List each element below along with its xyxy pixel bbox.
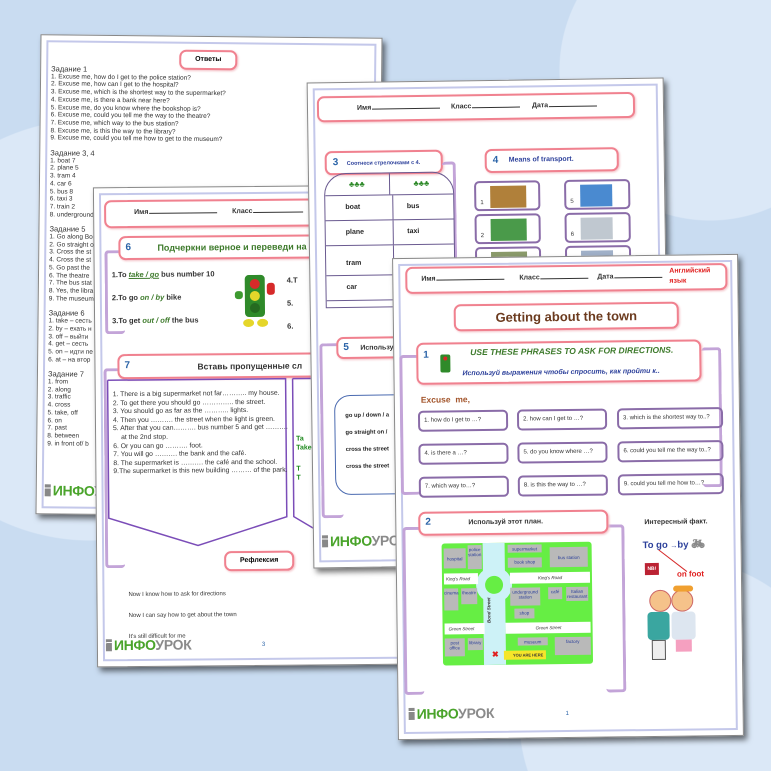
name-field: Имя	[421, 275, 505, 283]
table-cell: taxi	[407, 227, 420, 236]
item-number: 2.To go	[111, 292, 141, 303]
exercise-7-side-text: Ta	[296, 435, 304, 443]
transport-picture: 1	[474, 180, 541, 212]
infourok-logo: ИНФОУРОК	[105, 637, 192, 654]
exercise-6-item: 3.To get out / off the bus	[112, 315, 215, 339]
picture-number: 6	[570, 231, 575, 238]
item-text: bus number 10	[159, 269, 215, 279]
phrase-box: 9. could you tell me how to…?	[617, 473, 724, 496]
nb-icon: NB!	[644, 562, 659, 576]
exercise-7-side-text: T	[296, 465, 301, 473]
class-field: Класс	[232, 208, 304, 215]
item-text: bike	[164, 292, 182, 302]
choice-words: out / off	[142, 315, 170, 325]
transport-photo	[580, 217, 613, 240]
name-field: Имя	[357, 104, 441, 112]
item-number: 3.To get	[112, 315, 143, 326]
exercise-1-header: 1 USE THESE PHRASES TO ASK FOR DIRECTION…	[416, 339, 702, 385]
subject-label: Английский язык	[669, 267, 711, 285]
exercise-7-side-text: Take	[296, 444, 312, 452]
class-field: Класс	[519, 274, 589, 282]
exercise-7-item: 9.The supermarket is this new building ……	[113, 467, 288, 476]
exercise-6-item: 4.T	[286, 275, 298, 285]
town-map: King's Road King's Road Green Street Gre…	[441, 541, 594, 666]
page-title: Getting about the town	[453, 301, 679, 332]
phrase-box: 7. which way to…?	[418, 475, 509, 498]
answer-line: 9. Excuse me, could you tell me how to g…	[50, 134, 223, 144]
transport-picture: 2	[474, 213, 541, 245]
you-are-here-label: YOU ARE HERE	[503, 650, 546, 660]
exercise-6-item: 2.To go on / by bike	[112, 292, 215, 316]
transport-photo	[580, 184, 613, 207]
table-row: boat bus	[325, 194, 454, 222]
phrase-box: 6. could you tell me the way to..?	[617, 440, 724, 463]
tourists-cartoon-icon	[641, 585, 704, 664]
phrase-box: 1. how do I get to …?	[417, 409, 509, 432]
exercise-title: Вставь пропущенные сл	[197, 360, 303, 372]
on-foot-label: on foot	[676, 569, 705, 579]
traffic-light-icon: ♣♣♣	[324, 173, 390, 196]
picture-number: 2	[480, 233, 485, 240]
exercise-7-item: 5. After that you can………. bus number 5 a…	[112, 424, 288, 442]
phrase-box: 3. which is the shortest way to..?	[616, 407, 724, 430]
phrase-box: 5. do you know where …?	[517, 441, 608, 464]
phrase-box: 2. how can I get to …?	[516, 408, 608, 431]
table-cell: tram	[325, 245, 394, 276]
infourok-logo: ИНФОУРОК	[408, 705, 494, 722]
table-row: plane taxi	[325, 219, 454, 247]
class-field: Класс	[451, 103, 521, 111]
exercise-6-item: 6.	[287, 321, 294, 331]
exercise-7-side-text: T	[296, 474, 301, 482]
date-field: Дата	[532, 101, 598, 109]
exercise-6-item: 1.To take / go bus number 10	[112, 269, 215, 293]
date-field: Дата	[597, 273, 663, 281]
table-cell: bus	[406, 202, 420, 211]
table-cell: boat	[325, 195, 394, 221]
worksheet-page-1: Имя Класс Дата Английский язык Getting a…	[392, 253, 744, 741]
cross-mark-icon: ✖	[491, 649, 499, 659]
transport-photo	[490, 185, 527, 208]
transport-photo	[490, 218, 527, 241]
reflection-title: Рефлексия	[224, 550, 295, 572]
excuse-me-label: Excuse me,	[420, 394, 470, 405]
item-number: 1.To	[111, 270, 129, 280]
exercise-4-header: 4 Means of transport.	[484, 147, 619, 174]
reflection-line: Now I know how to ask for directions	[128, 591, 226, 599]
exercise-6-item: 5.	[286, 298, 294, 308]
header-box: Имя Класс Дата	[316, 91, 636, 123]
transport-picture: 5	[564, 179, 631, 210]
choice-words: on / by	[140, 292, 165, 302]
picture-number: 1	[480, 200, 484, 207]
name-field: Имя	[134, 208, 218, 216]
table-cell: car	[326, 275, 395, 301]
header-box: Имя Класс Дата Английский язык	[405, 263, 728, 294]
phrase-box: 8. is this the way to …?	[517, 474, 608, 497]
transport-picture: 6	[564, 212, 631, 243]
exercise-2-header: 2 Используй этот план.	[418, 509, 609, 536]
table-cell: plane	[325, 220, 394, 246]
choice-words: take / go	[128, 269, 160, 280]
page-number: 1	[565, 711, 570, 718]
fact-title: Интересный факт.	[644, 518, 708, 527]
traffic-light-mascot-icon	[234, 274, 275, 331]
item-text: the bus	[169, 315, 199, 325]
traffic-light-icon: ♣♣♣	[413, 178, 430, 189]
picture-number: 5	[570, 198, 574, 205]
exercise-title: Подчеркни верное и переведи на	[157, 241, 307, 253]
phrase-box: 4. is there a …?	[418, 442, 509, 465]
page-number: 3	[261, 641, 266, 648]
reflection-line: Now I can say how to get about the town	[128, 612, 237, 620]
